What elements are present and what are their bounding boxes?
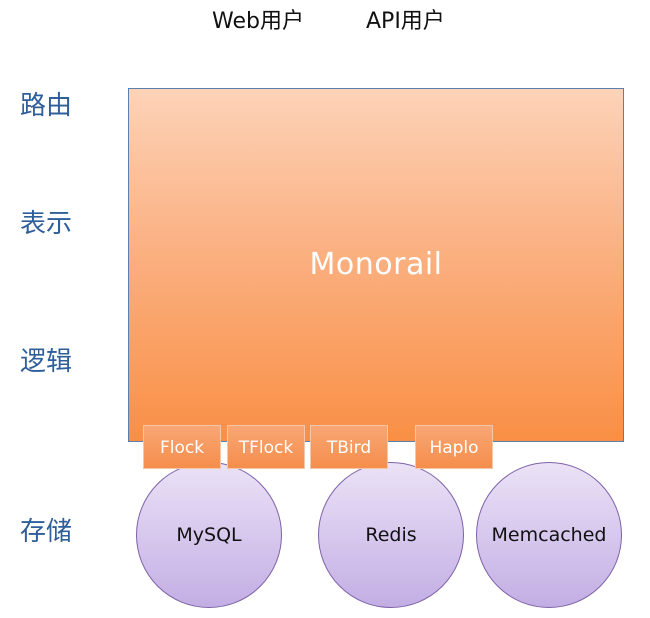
api-users-label: API用户 <box>366 9 445 34</box>
adapter-flock: Flock <box>143 425 221 469</box>
layer-label-routing: 路由 <box>20 91 73 121</box>
store-memcached-label: Memcached <box>491 524 607 546</box>
adapter-haplo: Haplo <box>415 425 493 469</box>
layer-label-logic: 逻辑 <box>20 347 73 377</box>
adapter-tflock: TFlock <box>227 425 305 469</box>
store-mysql-label: MySQL <box>176 524 242 546</box>
layer-label-presentation: 表示 <box>20 209 73 239</box>
adapter-tbird: TBird <box>310 425 388 469</box>
store-mysql: MySQL <box>136 462 282 608</box>
layer-label-storage: 存储 <box>20 517 73 547</box>
web-users-label: Web用户 <box>212 9 304 34</box>
store-memcached: Memcached <box>476 462 622 608</box>
store-redis-label: Redis <box>365 524 417 546</box>
monorail-block: Monorail <box>128 88 624 442</box>
monorail-title: Monorail <box>309 247 443 282</box>
store-redis: Redis <box>318 462 464 608</box>
